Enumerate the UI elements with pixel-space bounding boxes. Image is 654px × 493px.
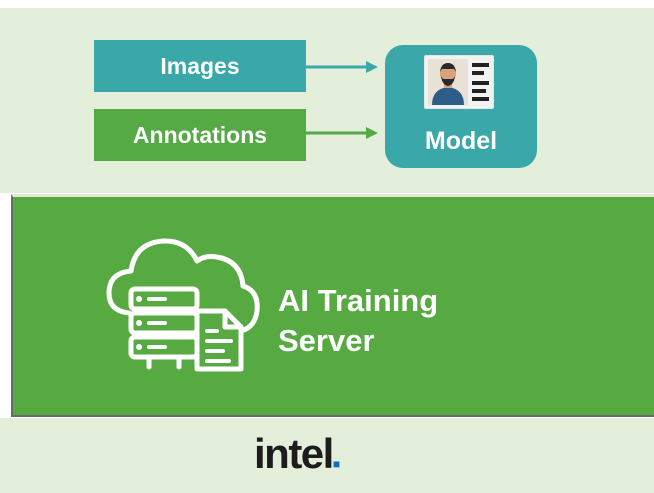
server-title: AI Training Server bbox=[278, 281, 438, 361]
annotations-box: Annotations bbox=[94, 109, 306, 161]
top-panel bbox=[0, 8, 654, 193]
bottom-panel bbox=[0, 418, 654, 493]
annotations-arrow-icon bbox=[306, 127, 378, 139]
intel-logo-text: intel bbox=[254, 430, 334, 477]
annotations-label: Annotations bbox=[132, 121, 268, 148]
images-arrow-icon bbox=[306, 61, 378, 73]
server-title-line2: Server bbox=[278, 323, 375, 358]
server-panel: AI Training Server bbox=[11, 194, 654, 417]
intel-logo: intel■ bbox=[254, 430, 340, 478]
profile-card-icon bbox=[424, 55, 494, 109]
intel-logo-dot-icon: ■ bbox=[332, 457, 341, 471]
model-box: Model bbox=[385, 45, 537, 168]
cloud-server-document-icon bbox=[106, 238, 260, 372]
server-title-line1: AI Training bbox=[278, 283, 439, 318]
images-label: Images bbox=[160, 52, 240, 79]
model-label: Model bbox=[424, 127, 498, 155]
images-box: Images bbox=[94, 40, 306, 92]
